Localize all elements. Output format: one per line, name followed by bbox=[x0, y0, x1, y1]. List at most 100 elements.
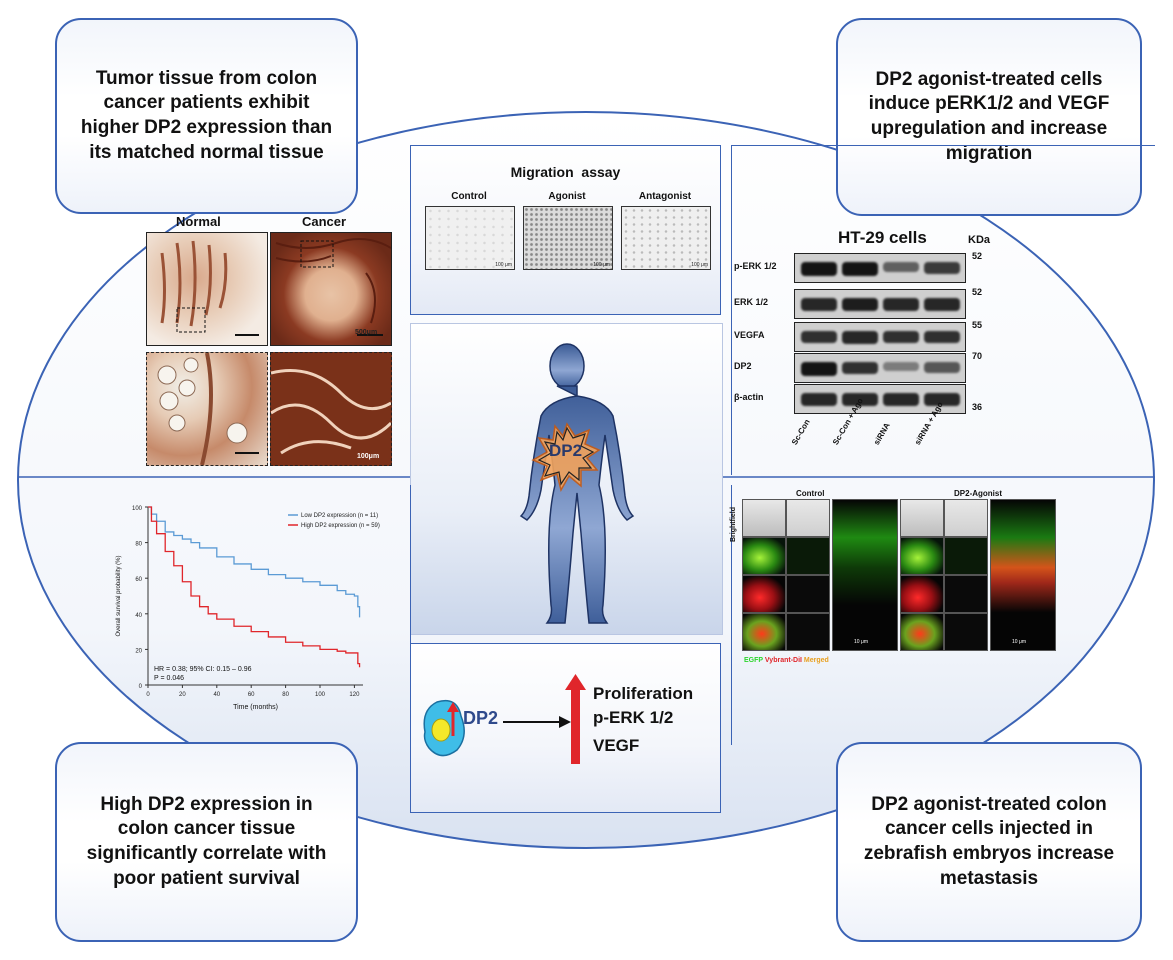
legend-dii: Vybrant-DiI bbox=[764, 657, 802, 664]
blot-band bbox=[883, 331, 919, 344]
blot-row-label: VEGFA bbox=[734, 330, 765, 340]
zebrafish-merged-large bbox=[990, 499, 1056, 651]
zebrafish-thumb bbox=[944, 499, 988, 537]
human-body-icon bbox=[519, 343, 635, 624]
zebrafish-merged-large bbox=[832, 499, 898, 651]
callout-bottom-left: High DP2 expression in colon cancer tiss… bbox=[55, 742, 358, 942]
zebrafish-thumb bbox=[944, 537, 988, 575]
outcome-perk: p-ERK 1/2 bbox=[593, 708, 674, 727]
survival-frame bbox=[410, 485, 411, 813]
blot-strip bbox=[794, 289, 966, 319]
zebrafish-thumb bbox=[742, 575, 786, 613]
callout-bottom-right: DP2 agonist-treated colon cancer cells i… bbox=[836, 742, 1142, 942]
ihc-cancer-image: 500μm bbox=[270, 232, 392, 346]
migration-label-antagonist: Antagonist bbox=[638, 191, 692, 202]
km-legend-label: High DP2 expression (n = 59) bbox=[301, 523, 380, 529]
legend-merged: Merged bbox=[803, 657, 829, 664]
km-legend-label: Low DP2 expression (n = 11) bbox=[301, 513, 378, 519]
blot-band bbox=[842, 331, 878, 344]
blot-strip bbox=[794, 353, 966, 383]
km-x-tick-label: 100 bbox=[315, 692, 326, 698]
mechanism-diagram bbox=[423, 674, 586, 764]
blot-row-label: p-ERK 1/2 bbox=[734, 261, 777, 271]
up-arrow-icon bbox=[571, 688, 580, 764]
blot-band bbox=[801, 331, 837, 344]
ihc-cancer-zoom: 100μm bbox=[270, 352, 392, 466]
ihc-scale-label: 500μm bbox=[355, 329, 378, 336]
blot-row-label: DP2 bbox=[734, 361, 752, 371]
ihc-zoom-scale-label: 100μm bbox=[357, 453, 380, 460]
zebrafish-thumb bbox=[786, 537, 830, 575]
ihc-normal-image bbox=[146, 232, 268, 346]
migration-scale-antagonist: 100 μm bbox=[691, 262, 708, 268]
migration-scale-agonist: 100 μm bbox=[593, 262, 610, 268]
blot-kda: 52 bbox=[972, 287, 983, 297]
zebrafish-control-label: Control bbox=[796, 489, 825, 498]
zebrafish-side-label: Brightfield bbox=[730, 507, 737, 542]
blot-band bbox=[842, 362, 878, 375]
blot-strip bbox=[794, 384, 966, 414]
outcome-proliferation: Proliferation bbox=[593, 684, 694, 703]
migration-label-control: Control bbox=[451, 191, 487, 202]
legend-egfp: EGFP bbox=[744, 657, 763, 664]
km-x-tick-label: 0 bbox=[146, 692, 150, 698]
km-series-line bbox=[148, 506, 361, 618]
zebrafish-thumb bbox=[944, 575, 988, 613]
blot-band bbox=[883, 298, 919, 311]
ihc-normal-zoom bbox=[146, 352, 268, 466]
km-x-tick-label: 40 bbox=[213, 692, 220, 698]
blot-band bbox=[801, 262, 837, 276]
blot-band bbox=[883, 362, 919, 372]
ihc-cancer-label: Cancer bbox=[302, 214, 347, 229]
km-x-tick-label: 120 bbox=[349, 692, 360, 698]
km-y-tick-label: 80 bbox=[135, 542, 142, 548]
km-y-tick-label: 60 bbox=[135, 577, 142, 583]
blot-row-label: β-actin bbox=[734, 392, 764, 402]
blot-kda: 52 bbox=[972, 251, 983, 261]
zebrafish-thumb bbox=[786, 613, 830, 651]
migration-panel: Migration assay Control Agonist Antagoni… bbox=[410, 145, 721, 315]
zebrafish-scale-label: 10 μm bbox=[1012, 639, 1026, 645]
callout-top-right: DP2 agonist-treated cells induce pERK1/2… bbox=[836, 18, 1142, 216]
tumor-badge-label: DP2 bbox=[549, 441, 583, 460]
blot-band bbox=[924, 262, 960, 274]
blot-lane-label: siRNA bbox=[872, 421, 892, 447]
zebrafish-thumb bbox=[944, 613, 988, 651]
km-stats-p: P = 0.046 bbox=[154, 675, 184, 682]
zebrafish-agonist-label: DP2-Agonist bbox=[954, 489, 1002, 498]
blot-band bbox=[883, 262, 919, 273]
zebrafish-scale-label: 10 μm bbox=[854, 639, 868, 645]
callout-top-left: Tumor tissue from colon cancer patients … bbox=[55, 18, 358, 214]
km-y-label: Overall survival probability (%) bbox=[116, 555, 122, 636]
migration-image-antagonist: 100 μm bbox=[621, 206, 711, 270]
migration-image-control: 100 μm bbox=[425, 206, 515, 270]
blot-band bbox=[924, 393, 960, 406]
migration-title: Migration assay bbox=[510, 164, 621, 180]
body-panel: DP2 bbox=[410, 323, 723, 635]
zebrafish-thumb bbox=[900, 499, 944, 537]
km-y-tick-label: 0 bbox=[139, 684, 143, 690]
zebrafish-thumb bbox=[900, 537, 944, 575]
km-x-tick-label: 20 bbox=[179, 692, 186, 698]
km-y-tick-label: 100 bbox=[132, 506, 143, 512]
migration-label-agonist: Agonist bbox=[548, 191, 586, 202]
outcome-vegf: VEGF bbox=[593, 736, 640, 755]
migration-image-agonist: 100 μm bbox=[523, 206, 613, 270]
blot-kda: 55 bbox=[972, 320, 983, 330]
blot-band bbox=[924, 298, 960, 311]
zebrafish-thumb bbox=[900, 613, 944, 651]
zebrafish-thumb bbox=[786, 575, 830, 613]
blot-kda: 70 bbox=[972, 351, 983, 361]
blot-strip bbox=[794, 253, 966, 283]
km-stats-hr: HR = 0.38; 95% CI: 0.15 – 0.96 bbox=[154, 666, 252, 673]
zebrafish-thumb bbox=[742, 613, 786, 651]
blot-band bbox=[801, 393, 837, 406]
blot-band bbox=[883, 393, 919, 406]
mechanism-cell-label: DP2 bbox=[463, 708, 499, 728]
blot-band bbox=[801, 298, 837, 311]
km-x-label: Time (months) bbox=[233, 704, 278, 711]
western-title: HT-29 cells bbox=[838, 228, 927, 247]
zebrafish-legend: EGFP Vybrant-DiI Merged bbox=[744, 657, 829, 664]
blot-lane-label: Sc-Con bbox=[790, 417, 812, 447]
